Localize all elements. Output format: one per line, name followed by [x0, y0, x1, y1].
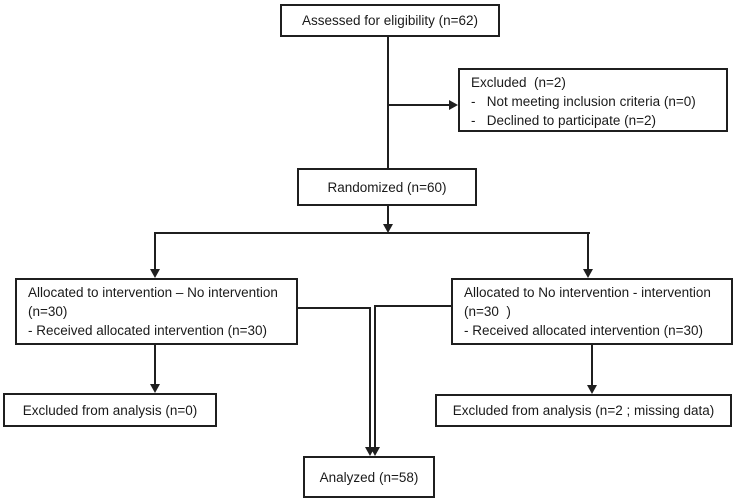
excluded-box: Excluded (n=2) - Not meeting inclusion c… — [458, 68, 728, 132]
excluded-title: Excluded (n=2) — [471, 75, 566, 90]
excluded-from-analysis-left-box: Excluded from analysis (n=0) — [3, 393, 217, 427]
allocation-no-intervention-first-box: Allocated to No intervention - intervent… — [451, 278, 733, 345]
allocation-no-intervention-first-title: Allocated to No intervention - intervent… — [464, 285, 711, 319]
randomized-box: Randomized (n=60) — [297, 168, 477, 206]
arrowhead-right-icon — [449, 100, 458, 110]
arrowhead-down-icon — [370, 447, 380, 456]
excluded-from-analysis-right-label: Excluded from analysis (n=2 ; missing da… — [452, 403, 715, 418]
analyzed-label: Analyzed (n=58) — [319, 469, 419, 485]
connector-alloc-left-to-analyzed-h — [298, 307, 370, 309]
analyzed-box: Analyzed (n=58) — [303, 456, 435, 498]
connector-randomized-to-split — [387, 206, 389, 225]
arrowhead-down-icon — [150, 384, 160, 393]
excluded-from-analysis-right-box: Excluded from analysis (n=2 ; missing da… — [435, 394, 732, 427]
allocation-intervention-first-box: Allocated to intervention – No intervent… — [15, 278, 298, 345]
connector-split-horizontal — [154, 232, 590, 234]
connector-split-to-alloc-left — [154, 233, 156, 270]
connector-alloc-right-to-analyzed-h — [375, 305, 451, 307]
arrowhead-down-icon — [150, 269, 160, 278]
allocation-intervention-first-received: - Received allocated intervention (n=30) — [28, 323, 268, 338]
assessed-eligibility-label: Assessed for eligibility (n=62) — [302, 13, 478, 28]
excluded-from-analysis-left-label: Excluded from analysis (n=0) — [22, 402, 198, 418]
connector-alloc-right-to-excluded — [591, 345, 593, 386]
randomized-label: Randomized (n=60) — [327, 179, 447, 195]
arrowhead-down-icon — [583, 269, 593, 278]
connector-alloc-left-to-analyzed-v — [369, 307, 371, 448]
arrowhead-down-icon — [383, 224, 393, 233]
allocation-no-intervention-first-received: - Received allocated intervention (n=30) — [464, 323, 704, 338]
connector-branch-to-excluded — [388, 104, 449, 106]
connector-alloc-left-to-excluded — [154, 345, 156, 385]
connector-assessed-to-randomized — [387, 36, 389, 168]
assessed-eligibility-box: Assessed for eligibility (n=62) — [280, 4, 500, 37]
excluded-item-not-meeting-criteria: - Not meeting inclusion criteria (n=0) — [471, 94, 696, 109]
connector-alloc-right-to-analyzed-v — [374, 305, 376, 448]
excluded-item-declined: - Declined to participate (n=2) — [471, 113, 656, 128]
arrowhead-down-icon — [587, 385, 597, 394]
allocation-intervention-first-title: Allocated to intervention – No intervent… — [28, 285, 278, 319]
connector-split-to-alloc-right — [587, 233, 589, 270]
